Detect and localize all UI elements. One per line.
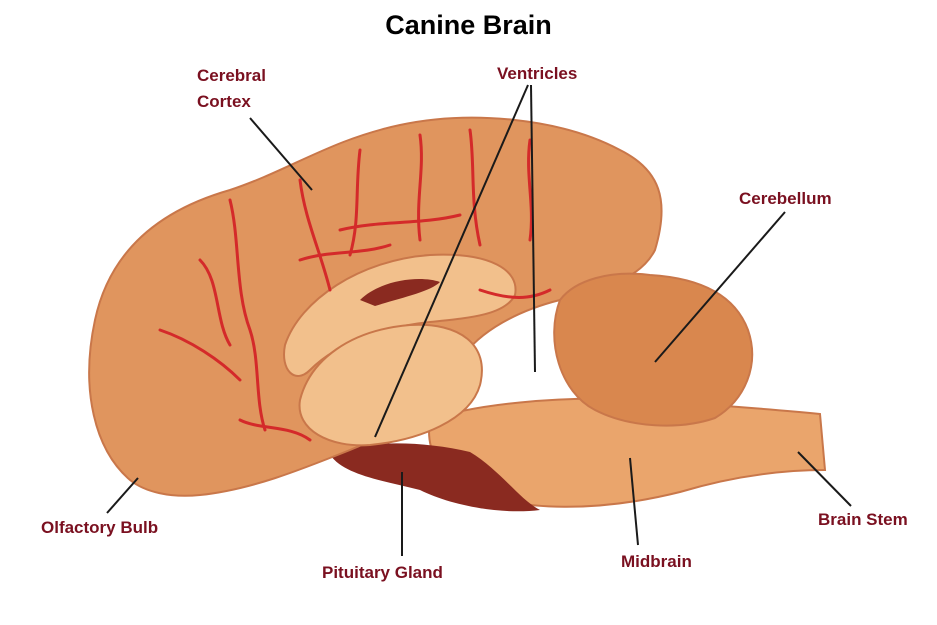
lateral-ventricle bbox=[360, 279, 440, 306]
blood-vessels bbox=[158, 128, 552, 442]
leader-olfactory-bulb bbox=[106, 477, 139, 514]
leader-cerebral-cortex bbox=[249, 117, 313, 191]
leader-brain-stem bbox=[797, 451, 852, 507]
thalamus bbox=[298, 323, 483, 447]
label-midbrain: Midbrain bbox=[621, 552, 692, 571]
label-cerebellum: Cerebellum bbox=[739, 189, 832, 208]
leader-cerebellum bbox=[654, 211, 786, 363]
label-cerebral-cortex: Cerebral Cortex bbox=[197, 63, 266, 115]
diagram-title: Canine Brain bbox=[385, 10, 552, 40]
label-cerebral-cortex-line2: Cortex bbox=[197, 92, 251, 111]
leader-midbrain bbox=[629, 457, 639, 546]
label-brain-stem: Brain Stem bbox=[818, 510, 908, 529]
cerebellum-shape bbox=[553, 272, 754, 427]
leader-lines bbox=[106, 84, 852, 556]
leader-ventricles-b bbox=[530, 84, 536, 373]
label-pituitary-gland: Pituitary Gland bbox=[322, 563, 443, 582]
label-ventricles: Ventricles bbox=[497, 64, 578, 83]
ventral-dark-region bbox=[330, 443, 540, 512]
label-cerebral-cortex-line1: Cerebral bbox=[197, 66, 266, 85]
label-olfactory-bulb: Olfactory Bulb bbox=[41, 518, 159, 537]
leader-ventricles-a bbox=[374, 84, 529, 438]
